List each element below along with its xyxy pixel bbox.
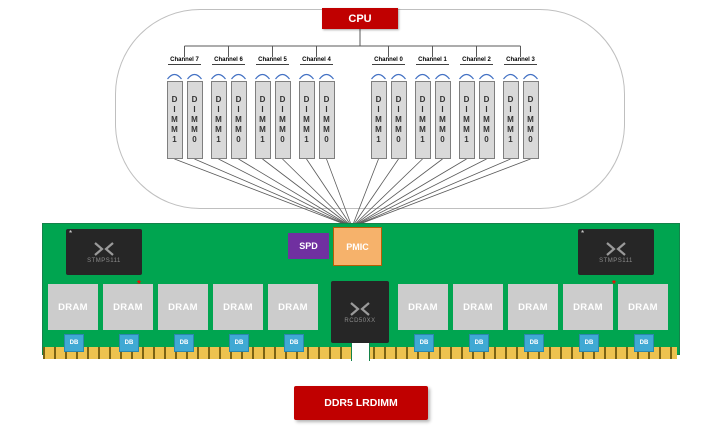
channel-group-0: Channel 0 DIMM1 DIMM0 <box>370 57 407 159</box>
data-buffer: DB <box>634 334 654 352</box>
chip-logo-icon <box>606 241 626 256</box>
dimm-slot: DIMM0 <box>318 81 335 159</box>
data-buffer: DB <box>414 334 434 352</box>
dimm-slot: DIMM1 <box>414 81 431 159</box>
dram-chip: DRAM <box>398 284 448 330</box>
dimm-row: DIMM1 DIMM0 <box>254 81 291 159</box>
data-buffer: DB <box>119 334 139 352</box>
dimm-slot: DIMM1 <box>502 81 519 159</box>
channel-label: Channel 4 <box>300 57 333 65</box>
dimm-slot: DIMM0 <box>186 81 203 159</box>
dram-chip: DRAM <box>48 284 98 330</box>
dram-chip: DRAM <box>213 284 263 330</box>
dimm-slot: DIMM0 <box>274 81 291 159</box>
dimm-slot: DIMM0 <box>478 81 495 159</box>
channel-group-1: Channel 1 DIMM1 DIMM0 <box>414 57 451 159</box>
dimm-slot: DIMM1 <box>210 81 227 159</box>
dram-chip: DRAM <box>618 284 668 330</box>
dram-chip: DRAM <box>268 284 318 330</box>
dimm-row: DIMM1 DIMM0 <box>298 81 335 159</box>
rcd-chip: RCD50XX <box>331 281 389 343</box>
channel-label: Channel 0 <box>372 57 405 65</box>
channel-group-4: Channel 4 DIMM1 DIMM0 <box>298 57 335 159</box>
channel-group-7: Channel 7 DIMM1 DIMM0 <box>166 57 203 159</box>
regulator-chip-left: * STMPS111 <box>66 229 142 275</box>
rcd-label: RCD50XX <box>344 317 376 324</box>
dimm-row: DIMM1 DIMM0 <box>458 81 495 159</box>
data-buffer: DB <box>229 334 249 352</box>
dram-chip: DRAM <box>508 284 558 330</box>
dram-chip: DRAM <box>563 284 613 330</box>
asterisk-mark: * <box>581 229 585 238</box>
cpu-box: CPU <box>322 8 398 29</box>
regulator-chip-right: * STMPS111 <box>578 229 654 275</box>
regulator-label: STMPS111 <box>87 257 121 264</box>
data-buffer: DB <box>524 334 544 352</box>
dimm-slot: DIMM1 <box>254 81 271 159</box>
pmic-chip: PMIC <box>333 227 382 266</box>
connector-notch <box>351 340 370 361</box>
channel-label: Channel 1 <box>416 57 449 65</box>
dimm-slot: DIMM1 <box>458 81 475 159</box>
channel-group-5: Channel 5 DIMM1 DIMM0 <box>254 57 291 159</box>
data-buffer: DB <box>174 334 194 352</box>
dimm-slot: DIMM0 <box>390 81 407 159</box>
chip-logo-icon <box>94 241 114 256</box>
channel-group-2: Channel 2 DIMM1 DIMM0 <box>458 57 495 159</box>
dimm-row: DIMM1 DIMM0 <box>210 81 247 159</box>
dimm-slot: DIMM1 <box>370 81 387 159</box>
data-buffer: DB <box>284 334 304 352</box>
channel-group-6: Channel 6 DIMM1 DIMM0 <box>210 57 247 159</box>
channel-label: Channel 7 <box>168 57 201 65</box>
data-buffer: DB <box>64 334 84 352</box>
data-buffer: DB <box>469 334 489 352</box>
channel-group-3: Channel 3 DIMM1 DIMM0 <box>502 57 539 159</box>
dimm-row: DIMM1 DIMM0 <box>370 81 407 159</box>
channel-label: Channel 2 <box>460 57 493 65</box>
regulator-label: STMPS111 <box>599 257 633 264</box>
component-mark: * <box>612 279 616 290</box>
dimm-slot: DIMM0 <box>522 81 539 159</box>
dimm-slot: DIMM0 <box>434 81 451 159</box>
module-caption: DDR5 LRDIMM <box>294 386 428 420</box>
channel-label: Channel 5 <box>256 57 289 65</box>
asterisk-mark: * <box>69 229 73 238</box>
dram-chip: DRAM <box>103 284 153 330</box>
dimm-slot: DIMM0 <box>230 81 247 159</box>
channel-label: Channel 3 <box>504 57 537 65</box>
dimm-row: DIMM1 DIMM0 <box>414 81 451 159</box>
dimm-row: DIMM1 DIMM0 <box>502 81 539 159</box>
dimm-row: DIMM1 DIMM0 <box>166 81 203 159</box>
spd-chip: SPD <box>288 233 329 259</box>
channel-label: Channel 6 <box>212 57 245 65</box>
data-buffer: DB <box>579 334 599 352</box>
dimm-slot: DIMM1 <box>298 81 315 159</box>
component-mark: * <box>137 279 141 290</box>
chip-logo-icon <box>350 301 370 316</box>
dram-chip: DRAM <box>453 284 503 330</box>
dimm-slot: DIMM1 <box>166 81 183 159</box>
dram-chip: DRAM <box>158 284 208 330</box>
